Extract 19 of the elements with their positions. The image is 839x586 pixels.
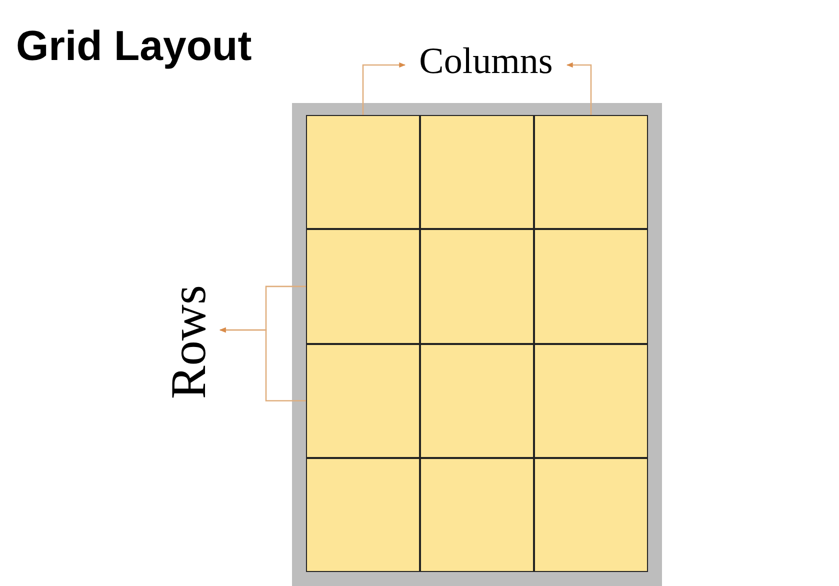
grid-cell [306, 344, 420, 458]
grid-cell [534, 229, 648, 344]
grid-cell [420, 229, 534, 344]
row-label: Rows [159, 285, 217, 399]
grid-container [292, 103, 662, 586]
leader-arrow [219, 327, 306, 402]
grid-cell [420, 115, 534, 230]
grid-cell [306, 229, 420, 344]
grid-cell [534, 344, 648, 458]
leader-arrow [566, 62, 592, 115]
column-label: Columns [419, 40, 553, 82]
title: Grid Layout [16, 22, 252, 70]
grid-cell [534, 458, 648, 572]
grid-cell [420, 458, 534, 572]
grid-cell [420, 344, 534, 458]
leader-arrow [362, 62, 406, 115]
grid-cell [306, 458, 420, 572]
grid-cell [306, 115, 420, 230]
grid-cell [534, 115, 648, 230]
